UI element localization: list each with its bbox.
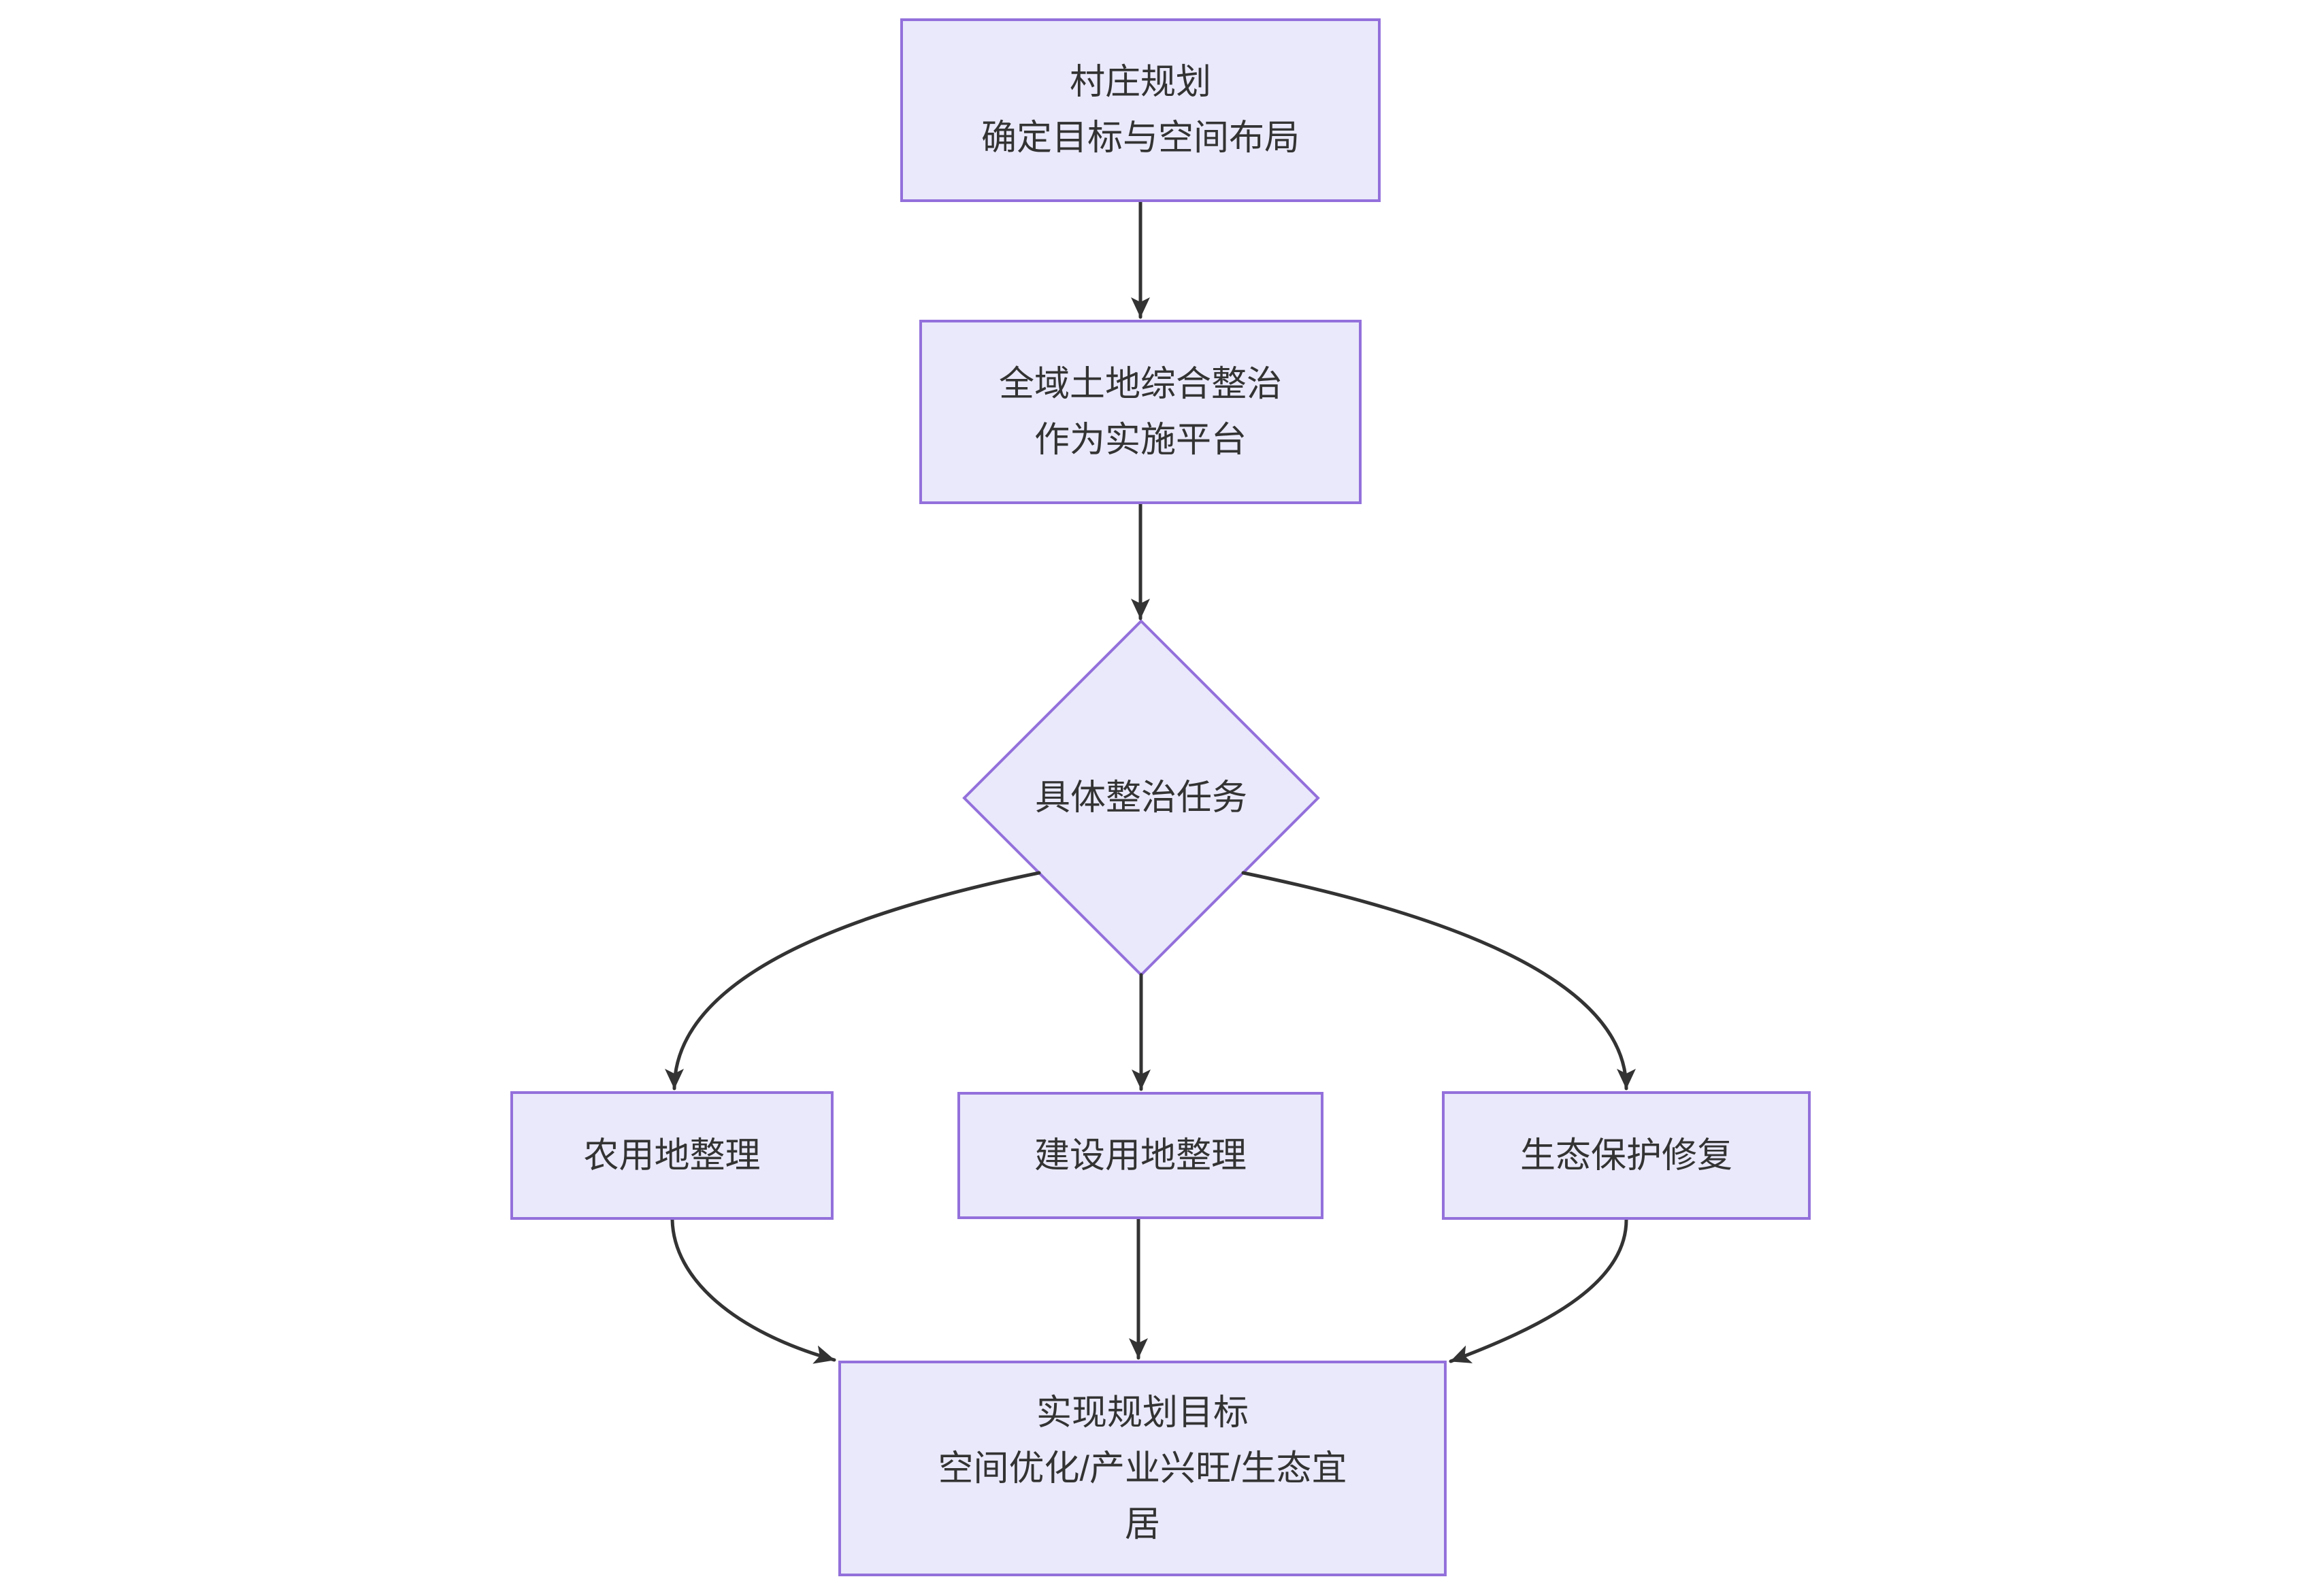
node-farmland-consolidation-label: 农用地整理 [583,1135,761,1176]
node-construction-land-consolidation-label: 建设用地整理 [1034,1135,1247,1176]
node-goal-line1: 实现规划目标 [1036,1393,1249,1433]
edge-farmland-to-goal [670,1218,836,1364]
node-specific-tasks-label: 具体整治任务 [1034,778,1248,818]
node-village-planning-line1: 村庄规划 [1069,63,1211,102]
node-ecological-restoration-label: 生态保护修复 [1519,1135,1732,1176]
edge-tasks-to-farmland [665,871,1041,1091]
edge-ecology-to-goal [1449,1218,1628,1363]
node-goal: 实现规划目标 空间优化/产业兴旺/生态宜 居 [838,1361,1447,1576]
node-village-planning-line2: 确定目标与空间布局 [981,118,1300,158]
node-ecological-restoration: 生态保护修复 [1442,1091,1811,1220]
node-goal-line2: 空间优化/产业兴旺/生态宜 [938,1448,1347,1489]
node-land-consolidation-line1: 全域土地综合整治 [998,364,1282,404]
node-land-consolidation-platform: 全域土地综合整治 作为实施平台 [919,320,1362,504]
node-land-consolidation-line2: 作为实施平台 [1034,420,1247,460]
node-farmland-consolidation: 农用地整理 [510,1091,834,1220]
node-construction-land-consolidation: 建设用地整理 [957,1092,1323,1219]
node-goal-line3: 居 [1124,1504,1160,1544]
edge-tasks-to-ecology [1241,871,1636,1091]
node-village-planning: 村庄规划 确定目标与空间布局 [900,18,1381,202]
